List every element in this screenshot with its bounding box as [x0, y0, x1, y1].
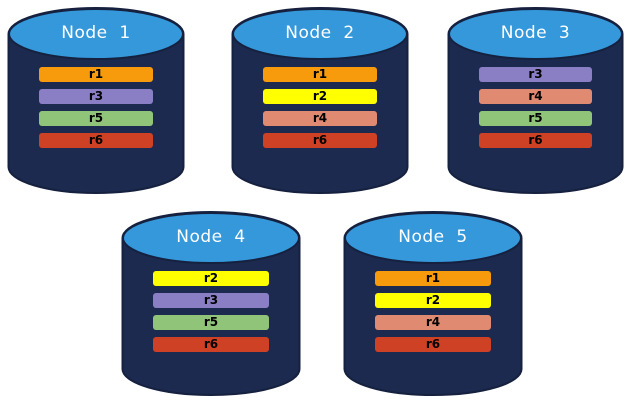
replica-bar-r5[interactable]: r5 [479, 111, 592, 126]
database-node-1[interactable]: Node 1 r1 r3 r5 r6 [7, 7, 185, 194]
replica-bar-r3[interactable]: r3 [479, 67, 592, 82]
replica-bar-r5[interactable]: r5 [153, 315, 269, 330]
node-label: Node 4 [176, 227, 246, 247]
replica-bar-r4[interactable]: r4 [375, 315, 491, 330]
replica-bar-r2[interactable]: r2 [263, 89, 377, 104]
node-label: Node 2 [285, 23, 355, 43]
replica-bar-r4[interactable]: r4 [479, 89, 592, 104]
replica-bar-r2[interactable]: r2 [153, 271, 269, 286]
node-label: Node 5 [398, 227, 468, 247]
node-label: Node 3 [500, 23, 571, 43]
replica-bar-r3[interactable]: r3 [39, 89, 153, 104]
replica-bar-r6[interactable]: r6 [153, 337, 269, 352]
cylinder-top-ellipse [122, 212, 300, 264]
replica-bar-r1[interactable]: r1 [375, 271, 491, 286]
node-label: Node 1 [61, 23, 131, 43]
database-node-5[interactable]: Node 5 r1 r2 r4 r6 [343, 211, 523, 396]
replica-list: r1 r3 r5 r6 [8, 67, 184, 148]
replica-list: r2 r3 r5 r6 [122, 271, 300, 352]
replica-list: r1 r2 r4 r6 [232, 67, 408, 148]
cylinder-top-ellipse [232, 8, 408, 60]
replica-bar-r1[interactable]: r1 [263, 67, 377, 82]
cylinder-top-ellipse [448, 8, 623, 60]
cylinder-top-ellipse [8, 8, 184, 60]
replica-list: r3 r4 r5 r6 [448, 67, 623, 148]
replica-bar-r6[interactable]: r6 [479, 133, 592, 148]
database-node-2[interactable]: Node 2 r1 r2 r4 r6 [231, 7, 409, 194]
replica-bar-r1[interactable]: r1 [39, 67, 153, 82]
replica-bar-r6[interactable]: r6 [39, 133, 153, 148]
replica-bar-r4[interactable]: r4 [263, 111, 377, 126]
replica-list: r1 r2 r4 r6 [344, 271, 522, 352]
replica-bar-r3[interactable]: r3 [153, 293, 269, 308]
replica-bar-r6[interactable]: r6 [263, 133, 377, 148]
replica-bar-r5[interactable]: r5 [39, 111, 153, 126]
replica-bar-r2[interactable]: r2 [375, 293, 491, 308]
database-node-4[interactable]: Node 4 r2 r3 r5 r6 [121, 211, 301, 396]
cylinder-top-ellipse [344, 212, 522, 264]
replica-bar-r6[interactable]: r6 [375, 337, 491, 352]
database-node-3[interactable]: Node 3 r3 r4 r5 r6 [447, 7, 624, 194]
